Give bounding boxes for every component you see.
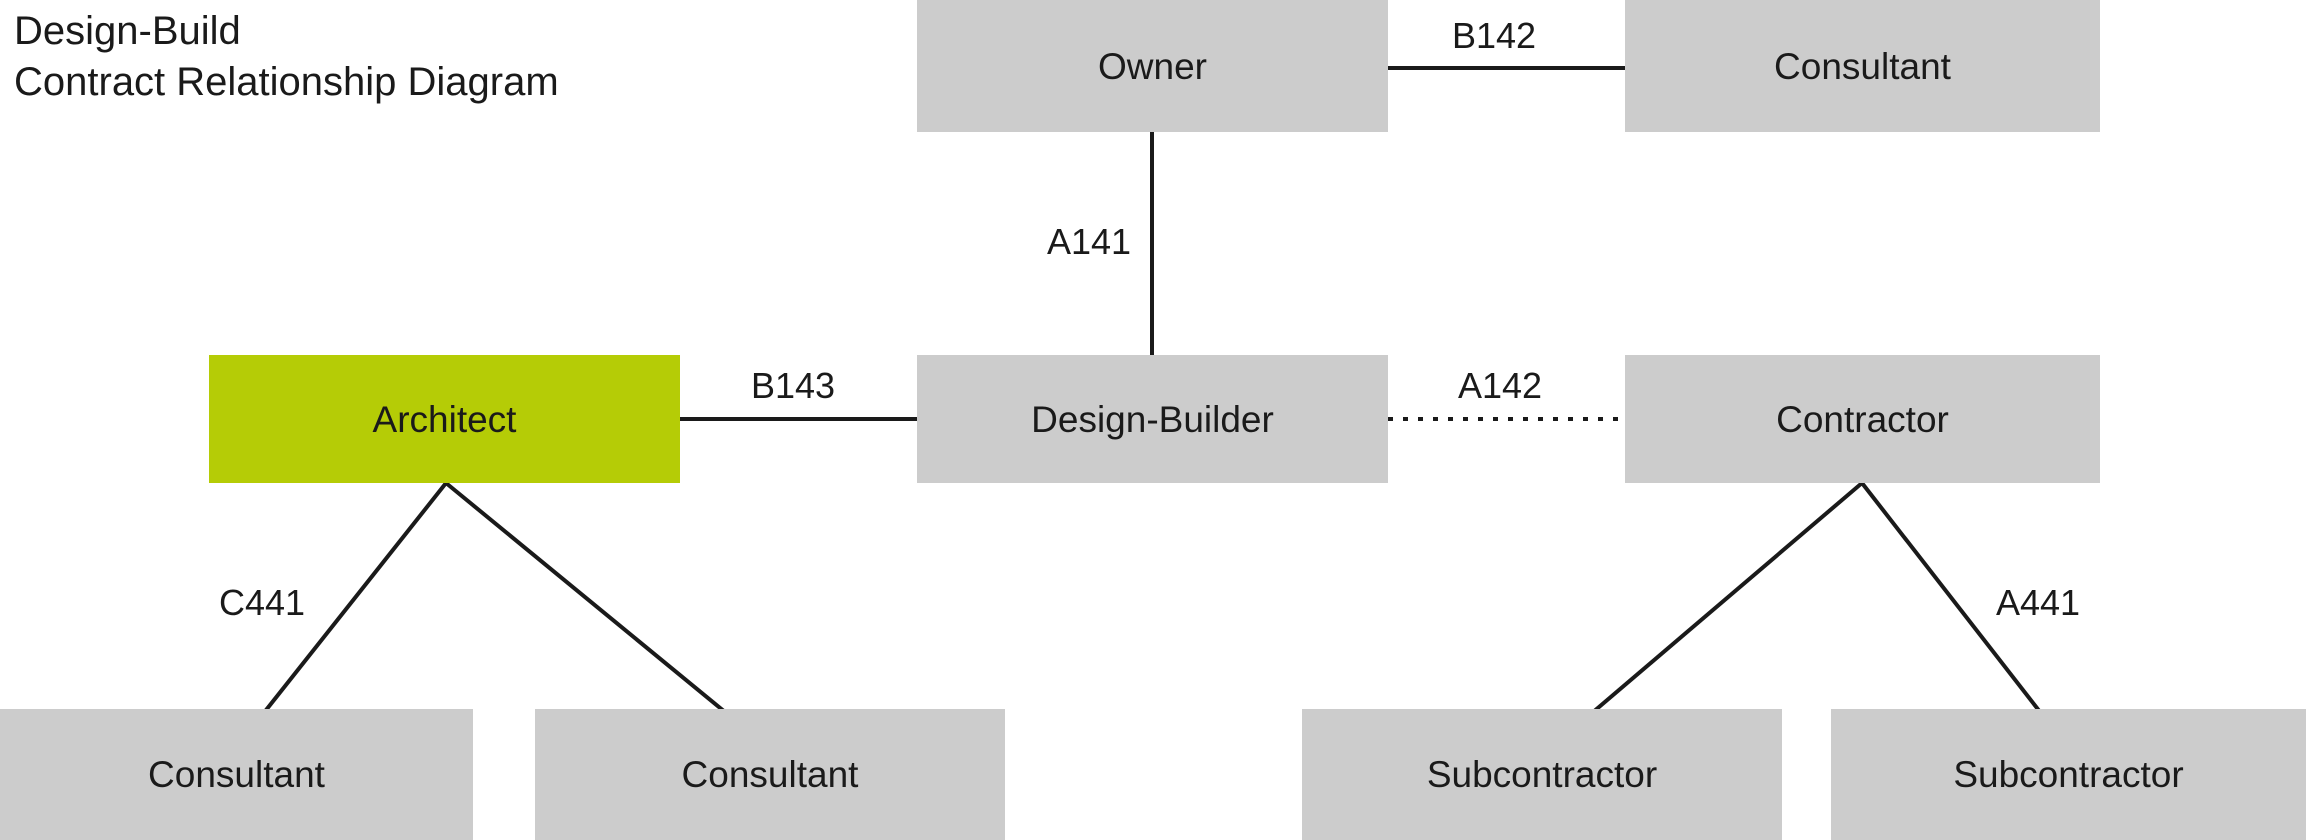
node-consultant-b[interactable]: Consultant bbox=[535, 709, 1005, 840]
node-label: Consultant bbox=[1774, 45, 1951, 87]
node-label: Contractor bbox=[1776, 398, 1949, 440]
node-label: Architect bbox=[372, 398, 517, 440]
node-label: Subcontractor bbox=[1953, 754, 2184, 795]
node-label: Subcontractor bbox=[1426, 754, 1658, 795]
edge-label-architect-consultant-a: C441 bbox=[219, 582, 306, 623]
node-label: Design-Builder bbox=[1031, 398, 1274, 440]
edge-label-contractor-subcontractor-b: A441 bbox=[1996, 582, 2081, 623]
node-consultant-a[interactable]: Consultant bbox=[0, 709, 473, 840]
node-label: Consultant bbox=[148, 754, 325, 795]
node-design-builder[interactable]: Design-Builder bbox=[917, 355, 1388, 483]
edge-contractor-subcontractor-b bbox=[1860, 481, 2074, 755]
edge-label-design-builder-contractor: A142 bbox=[1458, 365, 1543, 406]
edge-architect-consultant-a bbox=[230, 481, 448, 755]
edge-label-architect-design-builder: B143 bbox=[751, 365, 836, 406]
edge-contractor-subcontractor-a bbox=[1543, 481, 1864, 755]
title-line-1: Design-Build bbox=[14, 9, 241, 53]
node-label: Consultant bbox=[681, 754, 859, 795]
node-label: Owner bbox=[1098, 45, 1207, 87]
edge-lines bbox=[230, 66, 2074, 755]
node-contractor[interactable]: Contractor bbox=[1625, 355, 2100, 483]
node-subcontractor-a[interactable]: Subcontractor bbox=[1302, 709, 1782, 840]
edge-label-owner-consultant: B142 bbox=[1452, 15, 1537, 56]
edge-label-owner-design-builder: A141 bbox=[1047, 221, 1132, 262]
title-line-2: Contract Relationship Diagram bbox=[14, 60, 559, 105]
node-subcontractor-b[interactable]: Subcontractor bbox=[1831, 709, 2306, 840]
page-title: Design-Build Contract Relationship Diagr… bbox=[14, 6, 559, 108]
edge-architect-consultant-b bbox=[444, 481, 777, 755]
node-consultant-top[interactable]: Consultant bbox=[1625, 0, 2100, 132]
node-owner[interactable]: Owner bbox=[917, 0, 1388, 132]
node-architect[interactable]: Architect bbox=[209, 355, 680, 483]
